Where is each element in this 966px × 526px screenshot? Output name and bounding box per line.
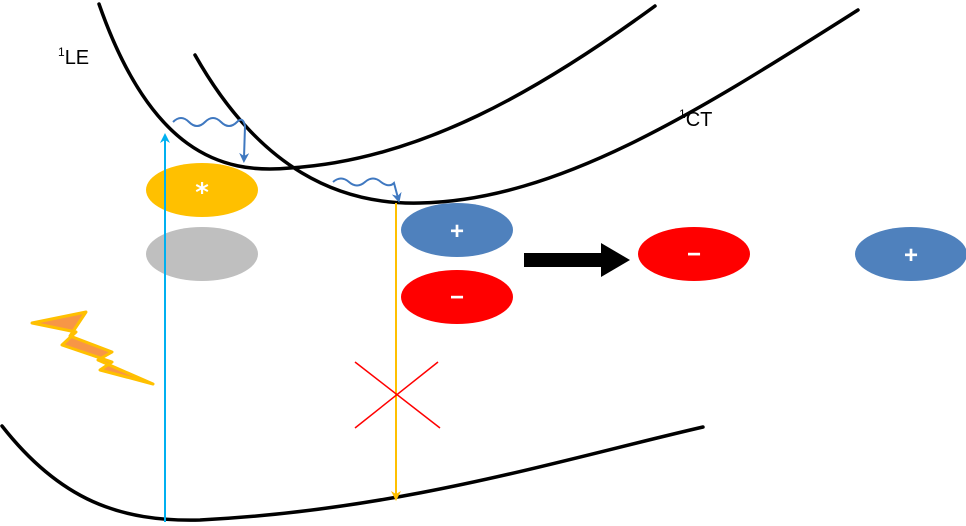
charge-separation-arrow [524,243,630,277]
electron-orbital [401,270,513,324]
ct-superscript: 1 [679,107,686,121]
le-state-curve [97,2,657,171]
minus-sign: − [450,284,464,311]
separated-minus-sign: − [687,241,701,268]
le-state-label: 1LE [58,45,89,69]
ct-text: CT [686,109,713,131]
relaxation-wavy-arrow-1 [172,117,250,163]
excited-star-symbol: * [195,178,209,208]
ct-state-curve [193,8,860,205]
le-text: LE [65,47,89,69]
ground-orbital [146,227,258,281]
cross-icon [354,361,441,429]
hole-orbital [401,203,513,257]
lightning-icon [30,310,155,386]
ct-state-label: 1CT [679,107,712,131]
le-superscript: 1 [58,45,65,59]
separated-plus-sign: + [904,242,918,269]
separated-hole-orbital [855,227,966,281]
relaxation-wavy-arrow-2 [332,177,402,203]
ground-state-curve [0,424,705,522]
separated-electron-orbital [638,227,750,281]
plus-sign: + [450,218,464,245]
excited-orbital [146,163,258,217]
